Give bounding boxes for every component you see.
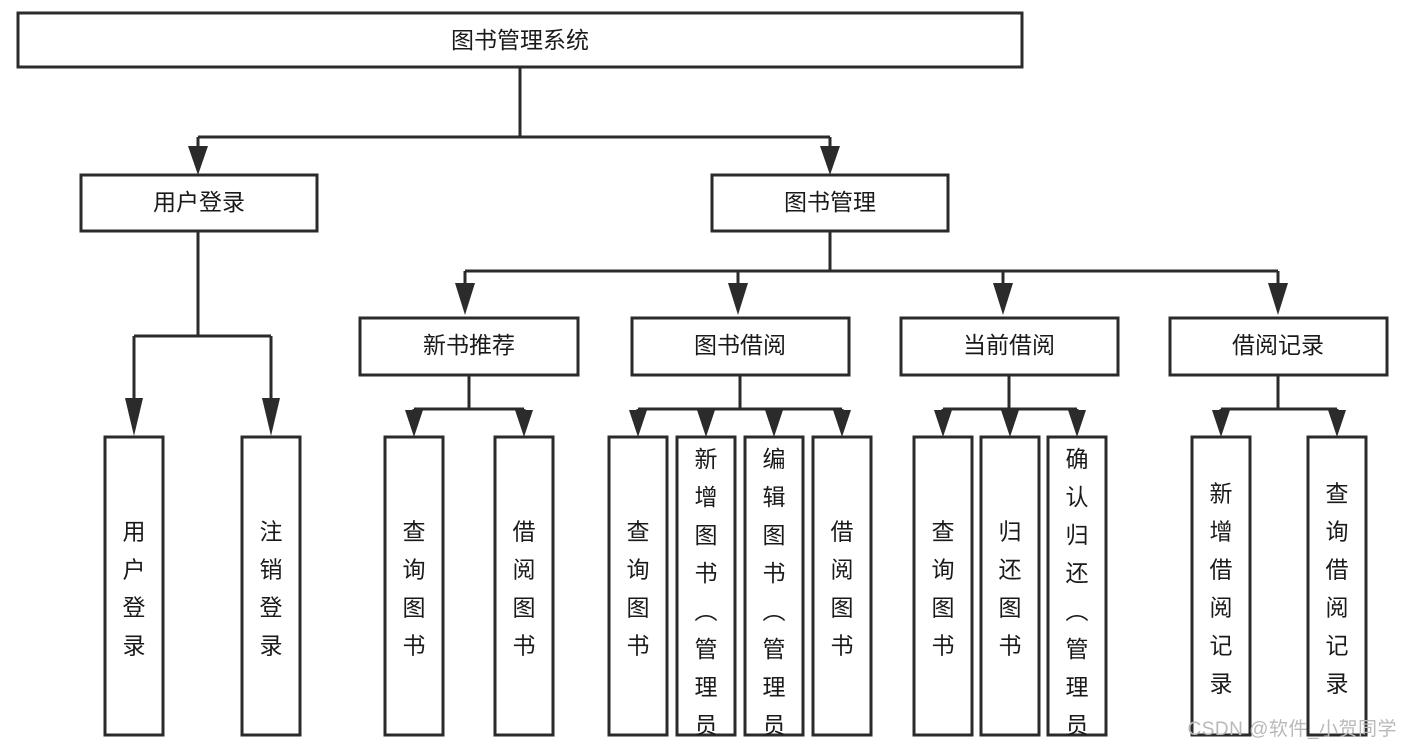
leaf-label-user-login-0: 用户登录 [123, 519, 146, 659]
arrow-head-cb-1 [1001, 410, 1019, 437]
leaf-node[interactable]: 查询图书 [607, 435, 669, 737]
arrow-head-br-1 [1328, 410, 1346, 437]
node-current-borrow-box[interactable] [899, 316, 1120, 377]
leaf-box-current-borrow-2[interactable] [1046, 435, 1108, 737]
leaf-box-new-book-recommend-1[interactable] [493, 435, 555, 737]
leaf-box-book-borrow-1[interactable] [675, 435, 737, 737]
leaf-node[interactable]: 确认归还︵管理员︶ [1046, 435, 1108, 747]
connector-group-current-borrow [934, 375, 1086, 437]
arrow-head-l3-3 [1268, 283, 1288, 315]
node-book-borrow-box[interactable] [630, 316, 851, 377]
leaf-label-new-book-recommend-0: 查询图书 [403, 519, 426, 659]
leaf-node[interactable]: 查询借阅记录 [1306, 435, 1368, 737]
arrow-head-user-login [188, 146, 208, 175]
leaf-label-new-book-recommend-1: 借阅图书 [513, 519, 536, 659]
node-current-borrow[interactable]: 当前借阅 [899, 316, 1120, 377]
leaf-node[interactable]: 新增借阅记录 [1190, 435, 1252, 737]
connector-group-book-manage [455, 231, 1288, 315]
leaf-box-user-login-1[interactable] [240, 435, 302, 737]
arrow-head-cb-2 [1068, 410, 1086, 437]
node-book-borrow[interactable]: 图书借阅 [630, 316, 851, 377]
leaf-node[interactable]: 用户登录 [103, 435, 165, 737]
connector-group-user-login [125, 231, 280, 436]
node-new-book-recommend-label: 新书推荐 [423, 332, 515, 358]
node-new-book-recommend-box[interactable] [358, 316, 580, 377]
leaf-box-book-borrow-2[interactable] [743, 435, 805, 737]
leaf-box-borrow-record-0[interactable] [1190, 435, 1252, 737]
node-book-manage[interactable]: 图书管理 [710, 173, 950, 233]
arrow-head-ul-leaf-0 [125, 398, 143, 436]
node-book-borrow-label: 图书借阅 [694, 332, 786, 358]
arrow-head-nbr-0 [405, 410, 423, 437]
leaf-label-book-borrow-0: 查询图书 [627, 519, 650, 659]
connector-group-new-book-recommend [405, 375, 533, 437]
leaf-label-book-borrow-2: 编辑图书︵管理员︶ [763, 446, 786, 747]
leaf-label-book-borrow-1: 新增图书︵管理员︶ [695, 446, 718, 747]
node-borrow-record-label: 借阅记录 [1232, 332, 1324, 358]
node-book-manage-box[interactable] [710, 173, 950, 233]
arrow-head-bb-3 [833, 410, 851, 437]
node-book-manage-label: 图书管理 [784, 189, 876, 215]
arrow-head-bb-0 [629, 410, 647, 437]
leaf-node[interactable]: 注销登录 [240, 435, 302, 737]
arrow-head-bb-1 [697, 410, 715, 437]
node-user-login-label: 用户登录 [153, 189, 245, 215]
connector-group-root [188, 67, 840, 175]
leaf-label-current-borrow-2: 确认归还︵管理员︶ [1066, 446, 1089, 747]
leaf-node[interactable]: 归还图书 [979, 435, 1041, 737]
node-root-box[interactable] [16, 11, 1024, 69]
leaf-node[interactable]: 借阅图书 [811, 435, 873, 737]
arrow-head-l3-1 [728, 283, 748, 315]
leaf-label-book-borrow-3: 借阅图书 [831, 519, 854, 659]
node-user-login-box[interactable] [79, 173, 319, 233]
leaf-box-current-borrow-0[interactable] [912, 435, 974, 737]
connector-group-book-borrow [629, 375, 851, 437]
leaf-node[interactable]: 编辑图书︵管理员︶ [743, 435, 805, 747]
arrow-head-ul-leaf-1 [262, 398, 280, 436]
node-root-label: 图书管理系统 [451, 27, 589, 53]
arrow-head-br-0 [1212, 410, 1230, 437]
connector-group-borrow-record [1212, 375, 1346, 437]
leaf-box-current-borrow-1[interactable] [979, 435, 1041, 737]
leaf-box-new-book-recommend-0[interactable] [383, 435, 445, 737]
arrow-head-l3-2 [993, 283, 1013, 315]
leaf-label-borrow-record-1: 查询借阅记录 [1326, 481, 1349, 697]
leaf-box-book-borrow-3[interactable] [811, 435, 873, 737]
node-root[interactable]: 图书管理系统 [16, 11, 1024, 69]
node-borrow-record[interactable]: 借阅记录 [1168, 316, 1389, 377]
node-new-book-recommend[interactable]: 新书推荐 [358, 316, 580, 377]
leaf-node[interactable]: 新增图书︵管理员︶ [675, 435, 737, 747]
leaf-box-book-borrow-0[interactable] [607, 435, 669, 737]
leaf-label-borrow-record-0: 新增借阅记录 [1210, 481, 1233, 697]
arrow-head-book-manage [820, 146, 840, 175]
leaf-label-current-borrow-1: 归还图书 [999, 519, 1022, 659]
leaf-label-current-borrow-0: 查询图书 [932, 519, 955, 659]
leaf-node[interactable]: 查询图书 [383, 435, 445, 737]
arrow-head-nbr-1 [515, 410, 533, 437]
leaf-box-borrow-record-1[interactable] [1306, 435, 1368, 737]
leaf-label-user-login-1: 注销登录 [260, 519, 283, 659]
node-borrow-record-box[interactable] [1168, 316, 1389, 377]
arrow-head-bb-2 [765, 410, 783, 437]
node-user-login[interactable]: 用户登录 [79, 173, 319, 233]
arrow-head-cb-0 [934, 410, 952, 437]
leaf-node[interactable]: 借阅图书 [493, 435, 555, 737]
node-current-borrow-label: 当前借阅 [963, 332, 1055, 358]
leaf-node[interactable]: 查询图书 [912, 435, 974, 737]
leaf-box-user-login-0[interactable] [103, 435, 165, 737]
arrow-head-l3-0 [455, 283, 475, 315]
